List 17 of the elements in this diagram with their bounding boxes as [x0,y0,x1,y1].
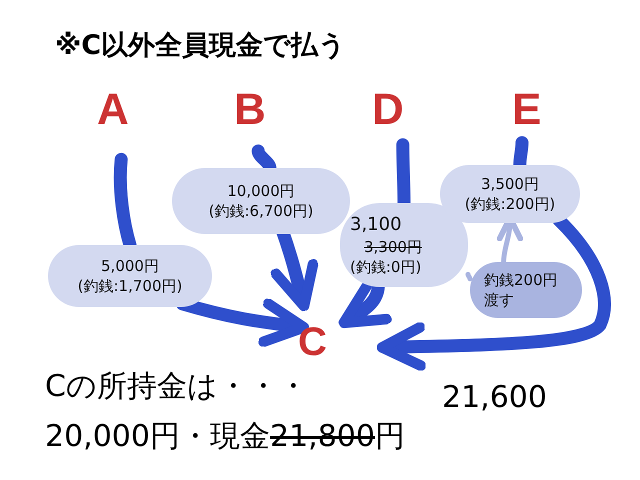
title: ※C以外全員現金で払う [55,32,346,59]
struck-amount: 21,800 [270,422,375,452]
person-letter: B [234,88,266,132]
arrow [176,297,310,347]
caption-text: 20,000円・現金 [45,422,270,452]
caption-text: Cの所持金は・・・ [45,372,308,402]
amount-bubble: 5,000円 (釣銭:1,700円) [48,245,212,307]
caption-text: 円 [375,422,405,452]
note-bubble: 釣銭200円渡す [470,262,582,318]
connector-line [466,272,472,282]
amount-bubble: 3,500円 (釣銭:200円) [440,165,580,223]
person-letter: C [298,322,327,362]
person-letter: E [512,88,542,132]
person-letter: D [372,88,404,132]
corrected-amount: 21,600 [442,383,547,413]
person-letter: A [97,88,129,132]
amount-bubble: 10,000円 (釣銭:6,700円) [172,168,350,234]
